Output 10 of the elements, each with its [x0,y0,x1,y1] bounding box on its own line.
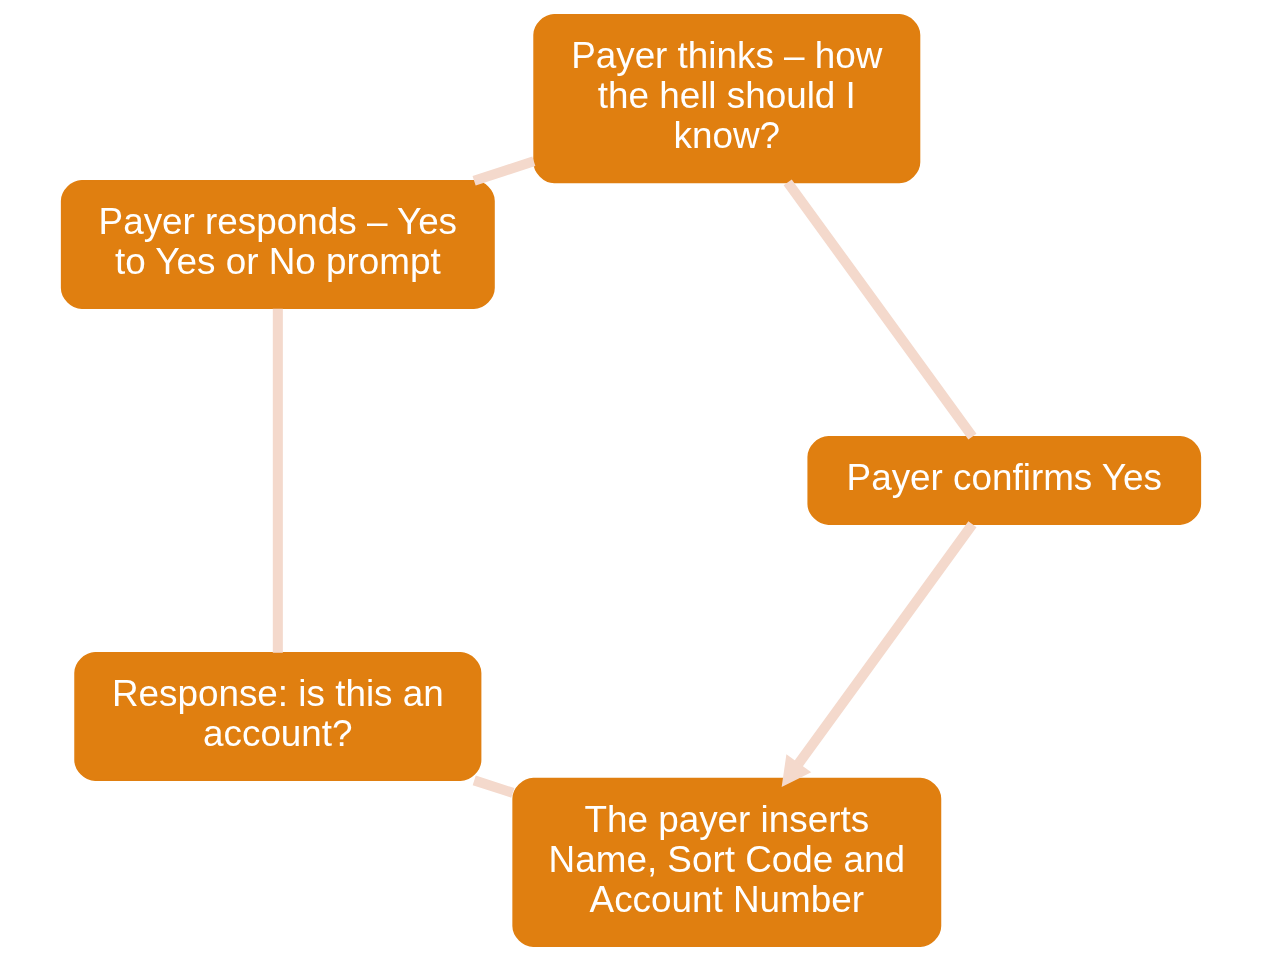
connector [472,156,535,186]
connector [472,775,514,798]
node-box: Payer thinks – how the hell should I know? [532,14,920,184]
arrow [781,521,976,787]
node-box: The payer inserts Name, Sort Code and Account Number [511,777,941,947]
connector [783,179,976,440]
node-box: Response: is this an account? [73,652,481,782]
connector [272,308,283,653]
node-box: Payer responds – Yes to Yes or No prompt [60,179,495,309]
node-box: Payer confirms Yes [806,436,1201,525]
